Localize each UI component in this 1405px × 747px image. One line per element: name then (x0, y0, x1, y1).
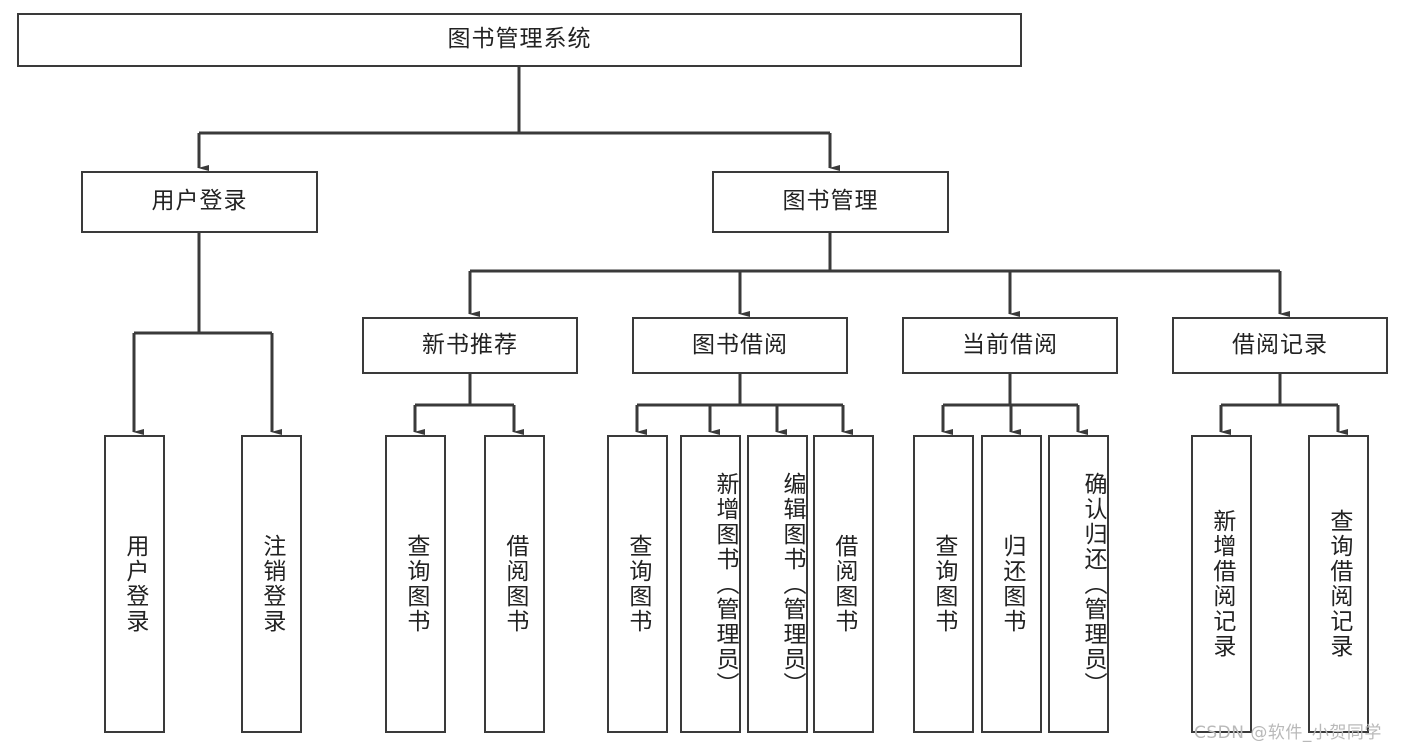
node-borrow-record[interactable]: 借阅记录 (1172, 317, 1388, 374)
leaf-query-book-borrow-label: 查询图书 (624, 534, 651, 634)
leaf-add-borrow-record-label: 新增借阅记录 (1208, 509, 1235, 659)
node-book-management-label: 图书管理 (782, 188, 879, 215)
leaf-edit-book-admin[interactable]: 编辑图书（管理员） (747, 435, 808, 733)
leaf-add-book-admin-label: 新增图书（管理员） (712, 471, 738, 697)
leaf-return-book-label: 归还图书 (998, 534, 1025, 634)
node-new-book-recommend[interactable]: 新书推荐 (362, 317, 578, 374)
leaf-query-book-current[interactable]: 查询图书 (913, 435, 974, 733)
leaf-add-borrow-record[interactable]: 新增借阅记录 (1191, 435, 1252, 733)
leaf-edit-book-admin-label: 编辑图书（管理员） (779, 471, 805, 697)
leaf-borrow-book-newbook-label: 借阅图书 (501, 534, 528, 634)
leaf-user-login[interactable]: 用户登录 (104, 435, 165, 733)
leaf-query-borrow-record-label: 查询借阅记录 (1325, 509, 1352, 659)
node-current-borrow[interactable]: 当前借阅 (902, 317, 1118, 374)
leaf-confirm-return-admin[interactable]: 确认归还（管理员） (1048, 435, 1109, 733)
leaf-borrow-book-newbook[interactable]: 借阅图书 (484, 435, 545, 733)
node-book-borrow-label: 图书借阅 (692, 331, 788, 358)
node-new-book-recommend-label: 新书推荐 (422, 331, 518, 358)
leaf-query-book-newbook[interactable]: 查询图书 (385, 435, 446, 733)
leaf-user-login-label: 用户登录 (121, 534, 148, 634)
leaf-borrow-book[interactable]: 借阅图书 (813, 435, 874, 733)
node-borrow-record-label: 借阅记录 (1232, 331, 1328, 358)
leaf-logout[interactable]: 注销登录 (241, 435, 302, 733)
node-user-login-label: 用户登录 (151, 188, 248, 215)
watermark: CSDN @软件_小贺同学 (1194, 723, 1382, 743)
node-current-borrow-label: 当前借阅 (962, 331, 1058, 358)
node-root[interactable]: 图书管理系统 (17, 13, 1022, 67)
node-book-borrow[interactable]: 图书借阅 (632, 317, 848, 374)
leaf-query-book-current-label: 查询图书 (930, 534, 957, 634)
leaf-add-book-admin[interactable]: 新增图书（管理员） (680, 435, 741, 733)
leaf-query-book-newbook-label: 查询图书 (402, 534, 429, 634)
node-user-login[interactable]: 用户登录 (81, 171, 318, 233)
leaf-query-borrow-record[interactable]: 查询借阅记录 (1308, 435, 1369, 733)
node-root-label: 图书管理系统 (447, 26, 592, 53)
node-book-management[interactable]: 图书管理 (712, 171, 949, 233)
leaf-return-book[interactable]: 归还图书 (981, 435, 1042, 733)
leaf-borrow-book-label: 借阅图书 (830, 534, 857, 634)
leaf-confirm-return-admin-label: 确认归还（管理员） (1080, 471, 1106, 697)
leaf-logout-label: 注销登录 (258, 534, 285, 634)
leaf-query-book-borrow[interactable]: 查询图书 (607, 435, 668, 733)
